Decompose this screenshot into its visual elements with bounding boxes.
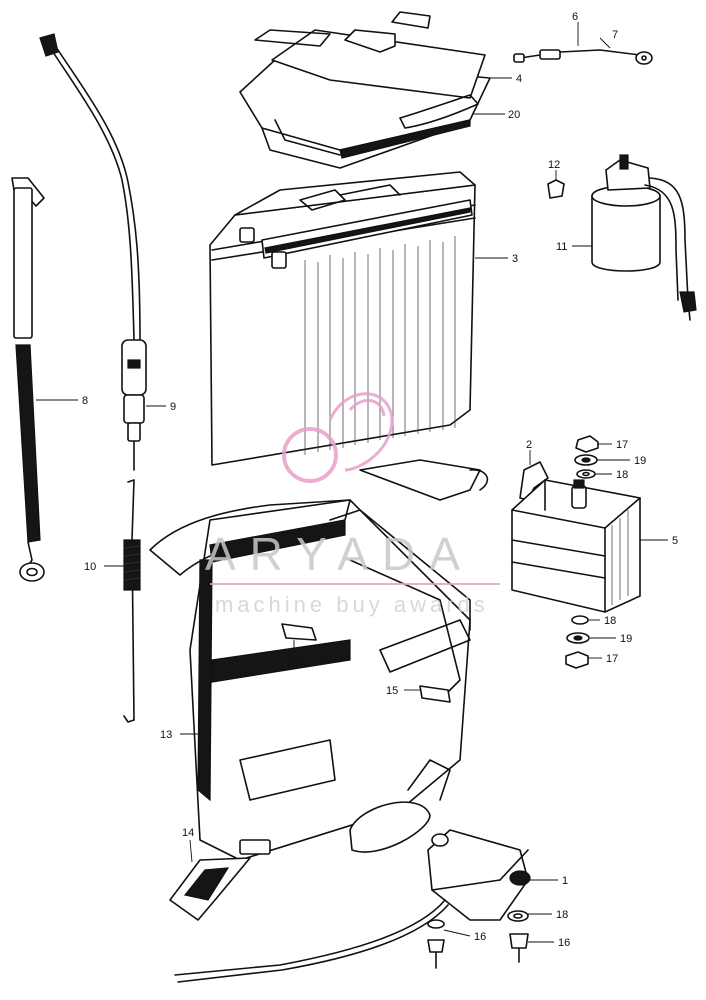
callout-18c: 18: [556, 909, 568, 921]
callout-1: 1: [562, 875, 568, 887]
callout-12: 12: [548, 159, 560, 171]
battery-cover-part-4: [239, 11, 491, 169]
callout-7: 7: [612, 29, 618, 41]
battery-tray-part-13: [149, 459, 489, 861]
callout-14: 14: [182, 827, 194, 839]
callouts: 6 7 4 20 12 3 11 8 9 2 17 19 18 5 10 18 …: [82, 11, 678, 949]
callout-20: 20: [508, 109, 520, 121]
watermark: ARYADA machine buy awards: [205, 392, 500, 617]
callout-5: 5: [672, 535, 678, 547]
callout-15b: 15: [386, 685, 398, 697]
nut-stack-lower: [565, 615, 590, 669]
battery-part-3: [209, 171, 476, 466]
fuse-box-part-5: [511, 479, 641, 613]
callout-18a: 18: [616, 469, 628, 481]
cap-part-12: [547, 179, 565, 199]
callout-17b: 17: [606, 653, 618, 665]
rubber-pad-part-15b: [419, 685, 451, 703]
watermark-logo-icon: [282, 392, 394, 483]
leader-lines: [36, 22, 668, 943]
callout-16b: 16: [558, 937, 570, 949]
nut-stack-upper: [574, 435, 599, 479]
callout-6: 6: [572, 11, 578, 23]
retaining-band-part-20: [399, 94, 479, 129]
callout-19a: 19: [634, 455, 646, 467]
starter-relay-part-11: [591, 154, 697, 321]
regulator-part-1: [174, 829, 531, 983]
washer-part-18-lower: [507, 910, 529, 922]
callout-17a: 17: [616, 439, 628, 451]
callout-4: 4: [516, 73, 522, 85]
watermark-subtitle: machine buy awards: [215, 592, 489, 617]
rubber-pad-part-15a: [281, 623, 317, 641]
callout-19b: 19: [620, 633, 632, 645]
callout-2: 2: [526, 439, 532, 451]
ground-cable-part-8: [11, 177, 45, 582]
bolt-part-16a: [427, 919, 445, 969]
clip-part-2: [519, 461, 549, 501]
callout-16a: 16: [474, 931, 486, 943]
callout-3: 3: [512, 253, 518, 265]
strap-part-14: [169, 857, 251, 921]
callout-8: 8: [82, 395, 88, 407]
callout-11: 11: [556, 241, 567, 253]
sensor-lead-part-9: [39, 33, 147, 471]
watermark-title: ARYADA: [205, 528, 474, 580]
callout-15a: 15: [286, 657, 298, 669]
callout-10: 10: [84, 561, 96, 573]
bolt-part-16b: [509, 933, 529, 963]
battery-cable-part-6-7: [513, 49, 653, 65]
callout-9: 9: [170, 401, 176, 413]
spring-rod-part-10: [123, 479, 141, 723]
callout-13: 13: [160, 729, 172, 741]
callout-18b: 18: [604, 615, 616, 627]
